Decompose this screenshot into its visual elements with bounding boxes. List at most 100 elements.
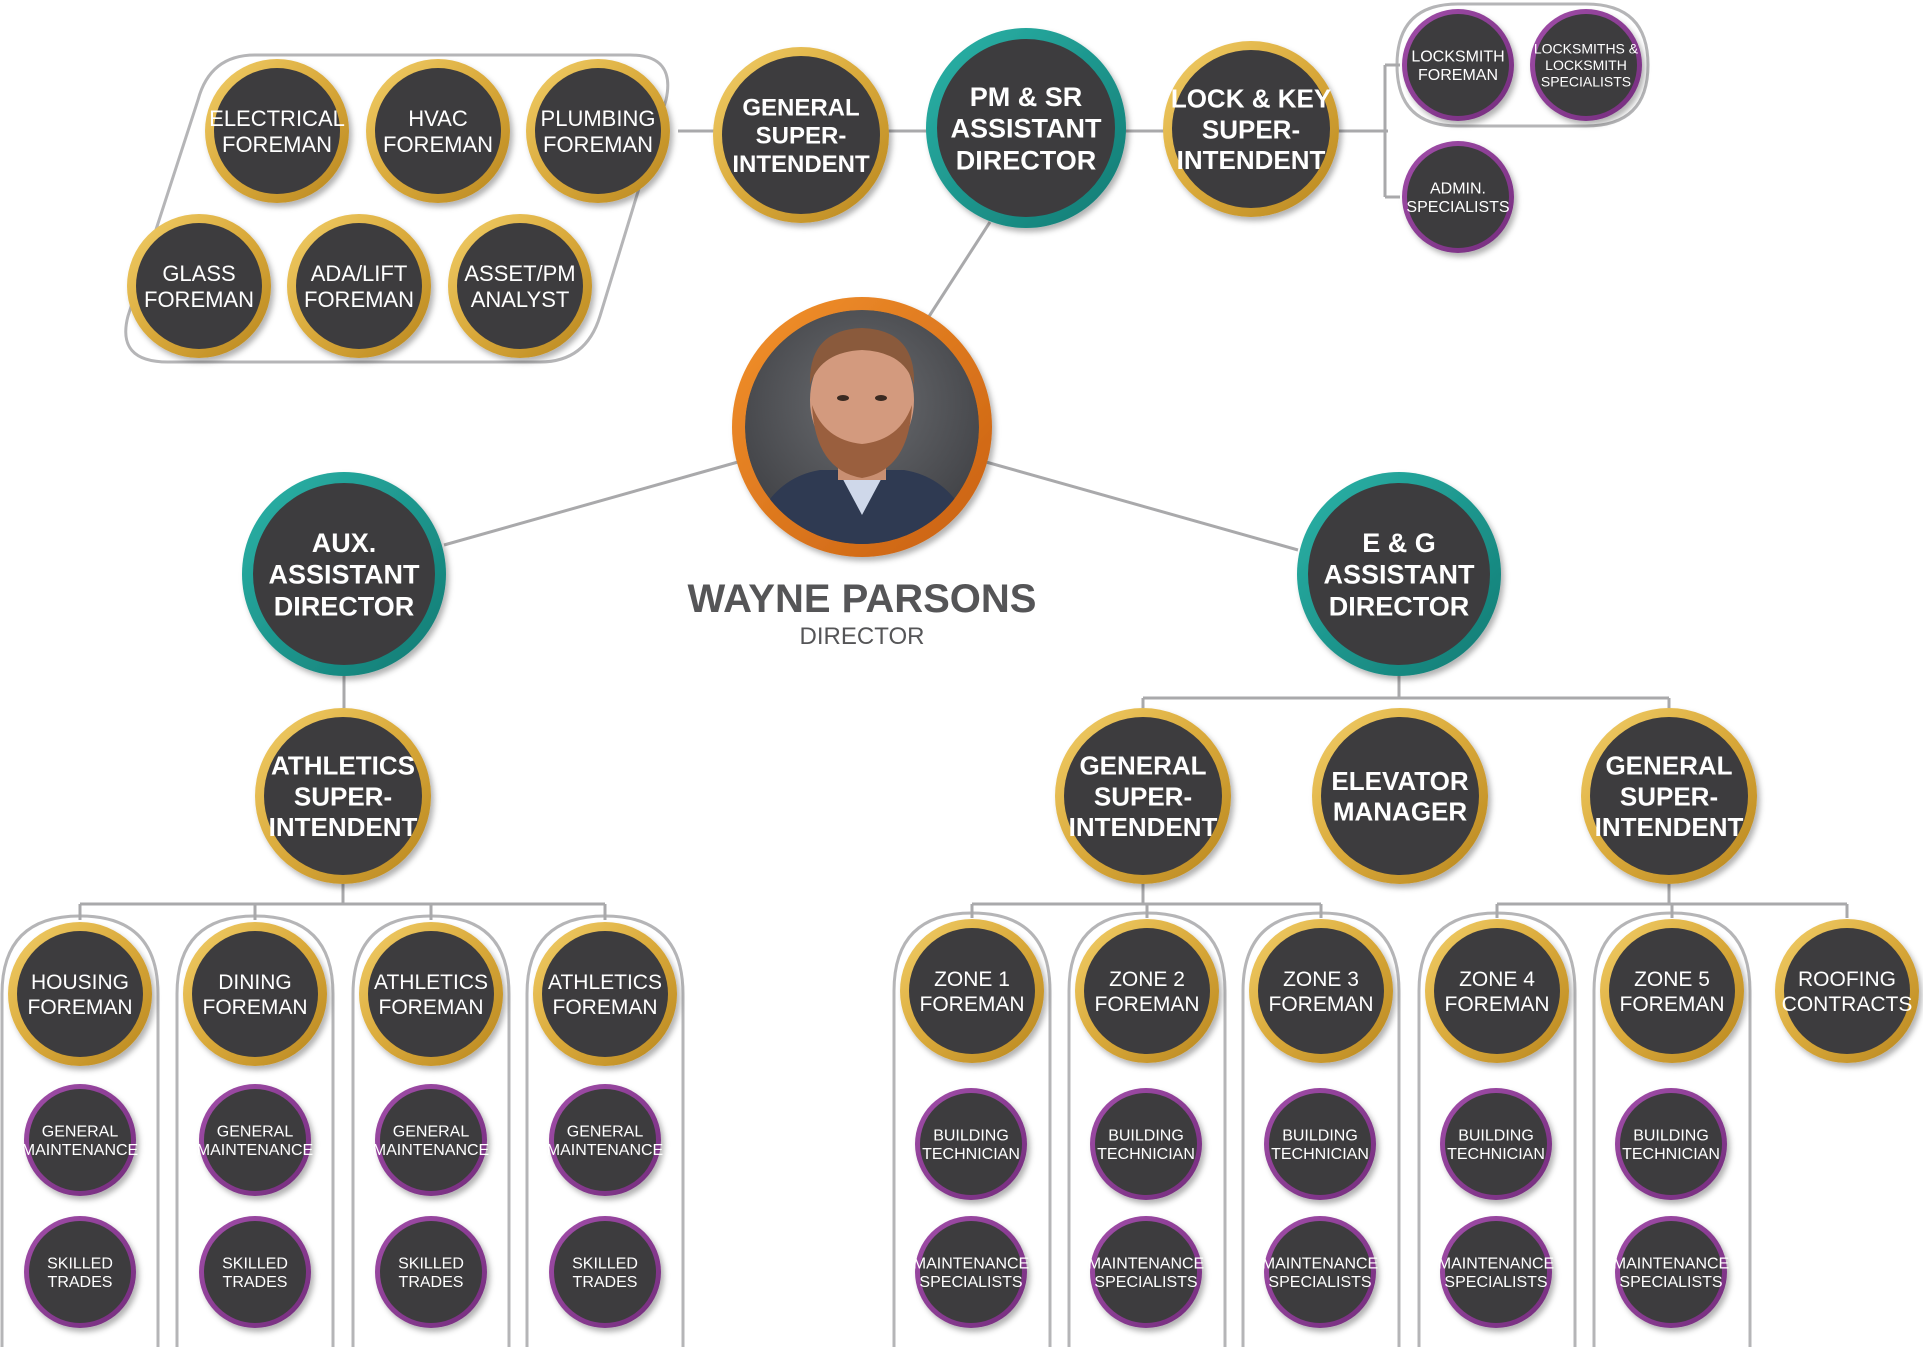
maintenance-specialists-3-label: MAINTENANCE <box>1262 1255 1378 1272</box>
electrical-foreman-disc <box>214 68 340 194</box>
general-maintenance-3-label: GENERAL <box>393 1123 470 1140</box>
building-technician-4-disc <box>1445 1093 1547 1195</box>
maintenance-specialists-2-disc <box>1095 1221 1197 1323</box>
maintenance-specialists-4-label: MAINTENANCE <box>1438 1255 1554 1272</box>
aux-assistant-director-disc <box>253 483 435 665</box>
plumbing-foreman-disc <box>535 68 661 194</box>
eg-assistant-director-label: DIRECTOR <box>1329 592 1470 622</box>
general-superintendent-left-label: SUPER- <box>1094 781 1192 811</box>
elevator-manager-disc <box>1321 717 1479 875</box>
general-superintendent-top-label: SUPER- <box>756 123 847 150</box>
locksmiths-specialists-label: SPECIALISTS <box>1541 74 1631 90</box>
zone-2-foreman-label: ZONE 2 <box>1109 968 1185 991</box>
zone-2-foreman-disc <box>1084 928 1210 1054</box>
athletics-foreman-2-label: ATHLETICS <box>548 971 662 994</box>
connector-general-left-branch <box>970 884 1323 918</box>
trades-group-outline <box>124 53 670 364</box>
connector-director-pm <box>926 221 992 319</box>
admin-specialists-label: ADMIN. <box>1430 180 1486 197</box>
glass-foreman-label: GLASS <box>162 261 235 286</box>
zone-4-foreman-label: ZONE 4 <box>1459 968 1535 991</box>
athletics-superintendent-label: SUPER- <box>294 781 392 811</box>
asset-pm-analyst-label: ANALYST <box>471 287 570 312</box>
skilled-trades-2-disc <box>204 1221 306 1323</box>
eg-assistant-director-label: ASSISTANT <box>1323 560 1475 590</box>
director-node: WAYNE PARSONS DIRECTOR <box>688 297 1036 650</box>
zone-2-foreman-label: FOREMAN <box>1095 993 1200 1016</box>
roofing-contracts-label: CONTRACTS <box>1782 993 1913 1016</box>
building-technician-4-label: TECHNICIAN <box>1447 1146 1545 1163</box>
ada-lift-foreman-label: ADA/LIFT <box>311 261 408 286</box>
general-maintenance-1-disc <box>29 1089 131 1191</box>
admin-specialists-disc <box>1407 146 1509 248</box>
athletics-foreman-1-label: FOREMAN <box>379 996 484 1019</box>
locksmiths-specialists-disc <box>1535 14 1637 116</box>
connector-director-aux <box>443 460 739 547</box>
maintenance-specialists-1-label: SPECIALISTS <box>919 1274 1022 1291</box>
electrical-foreman-label: FOREMAN <box>222 132 332 157</box>
maintenance-specialists-1-label: MAINTENANCE <box>913 1255 1029 1272</box>
maintenance-specialists-5-disc <box>1620 1221 1722 1323</box>
maintenance-specialists-4-label: SPECIALISTS <box>1444 1274 1547 1291</box>
skilled-trades-3-label: SKILLED <box>398 1255 464 1272</box>
locksmiths-specialists-label: LOCKSMITH <box>1545 57 1627 73</box>
skilled-trades-1-label: TRADES <box>48 1274 113 1291</box>
maintenance-specialists-5-label: MAINTENANCE <box>1613 1255 1729 1272</box>
dining-foreman-disc <box>192 931 318 1057</box>
athletics-superintendent-disc <box>264 717 422 875</box>
building-technician-1-disc <box>920 1093 1022 1195</box>
aux-assistant-director-label: DIRECTOR <box>274 592 415 622</box>
connector-athletics-branch <box>78 884 607 920</box>
skilled-trades-1-disc <box>29 1221 131 1323</box>
building-technician-1-label: TECHNICIAN <box>922 1146 1020 1163</box>
elevator-manager-label: MANAGER <box>1333 797 1468 827</box>
director-photo <box>745 310 979 544</box>
housing-foreman-label: FOREMAN <box>28 996 133 1019</box>
skilled-trades-3-label: TRADES <box>399 1274 464 1291</box>
pm-sr-assistant-director-label: ASSISTANT <box>950 114 1102 144</box>
roofing-contracts-disc <box>1784 928 1910 1054</box>
general-superintendent-right-disc <box>1590 717 1748 875</box>
skilled-trades-2-label: SKILLED <box>222 1255 288 1272</box>
general-superintendent-right-label: INTENDENT <box>1595 812 1744 842</box>
hvac-foreman-disc <box>375 68 501 194</box>
athletics-foreman-2-label: FOREMAN <box>553 996 658 1019</box>
skilled-trades-3-node: SKILLED TRADES <box>375 1216 487 1328</box>
lock-key-superintendent-label: INTENDENT <box>1177 145 1326 175</box>
director-title: DIRECTOR <box>800 623 925 650</box>
general-maintenance-1-label: GENERAL <box>42 1123 119 1140</box>
maintenance-specialists-4-node: MAINTENANCE SPECIALISTS <box>1438 1216 1554 1328</box>
hvac-foreman-label: FOREMAN <box>383 132 493 157</box>
athletics-foreman-2-disc <box>542 931 668 1057</box>
general-superintendent-top-disc <box>722 56 880 214</box>
pm-sr-assistant-director-label: PM & SR <box>970 82 1083 112</box>
maintenance-specialists-4-disc <box>1445 1221 1547 1323</box>
maintenance-specialists-3-disc <box>1269 1221 1371 1323</box>
lock-key-superintendent-label: LOCK & KEY <box>1171 84 1331 114</box>
building-technician-5-disc <box>1620 1093 1722 1195</box>
roofing-contracts-label: ROOFING <box>1798 968 1896 991</box>
role-nodes: PM & SRASSISTANTDIRECTORGENERALSUPER-INT… <box>8 9 1919 1328</box>
skilled-trades-4-disc <box>554 1221 656 1323</box>
zone-1-foreman-label: FOREMAN <box>920 993 1025 1016</box>
